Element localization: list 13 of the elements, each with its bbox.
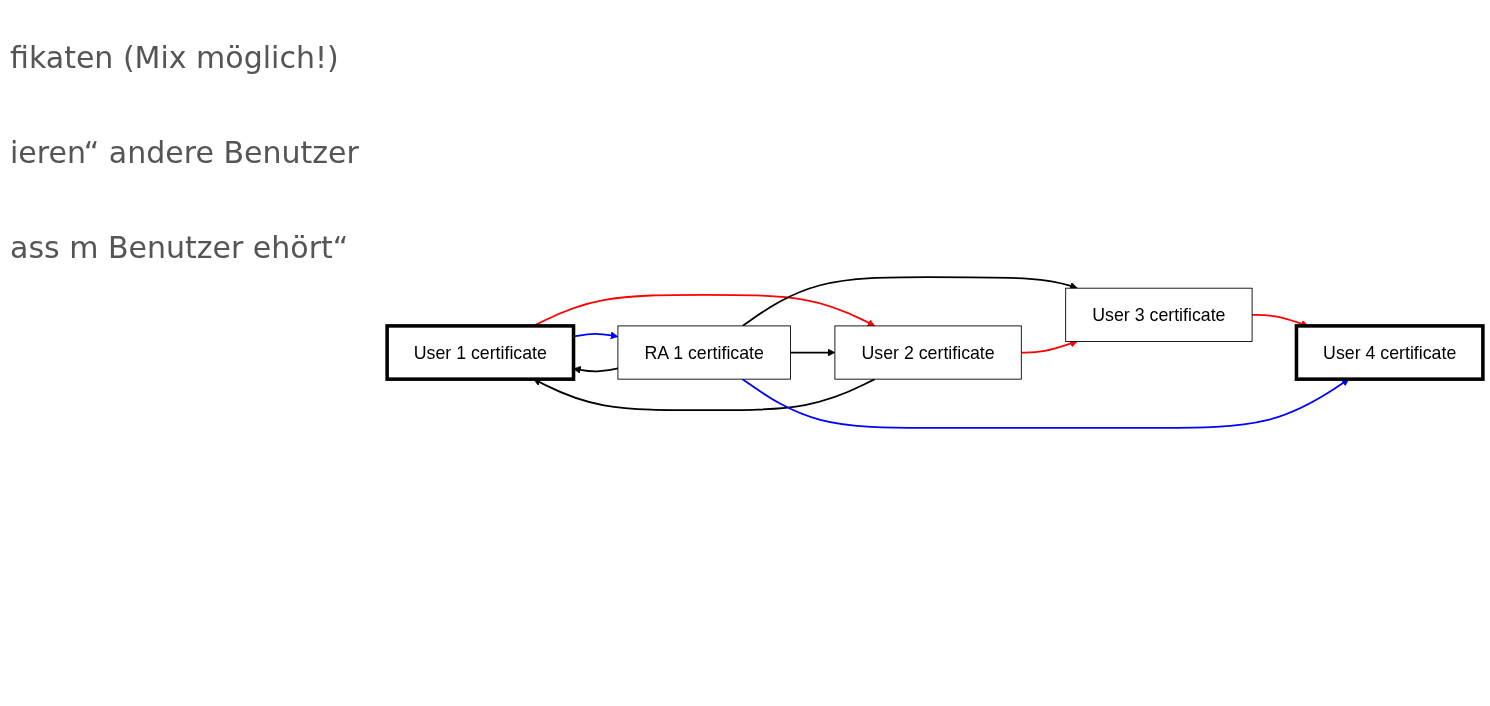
note-text: ieren“ andere Benutzer <box>10 135 360 170</box>
node-box: User 1 certificate <box>385 324 576 382</box>
arrow <box>789 349 836 357</box>
arrow <box>741 276 1078 328</box>
node-box: User 4 certificate <box>1294 324 1485 382</box>
node-box: User 3 certificate <box>1065 288 1253 343</box>
arrow <box>533 378 876 412</box>
arrow <box>1020 340 1078 354</box>
note-text: fikaten (Mix möglich!) <box>10 40 340 75</box>
node-box: User 2 certificate <box>834 325 1022 381</box>
arrow <box>741 378 1350 430</box>
note-text: ass m Benutzer ehört“ <box>10 230 350 265</box>
node-box: RA 1 certificate <box>617 325 791 381</box>
